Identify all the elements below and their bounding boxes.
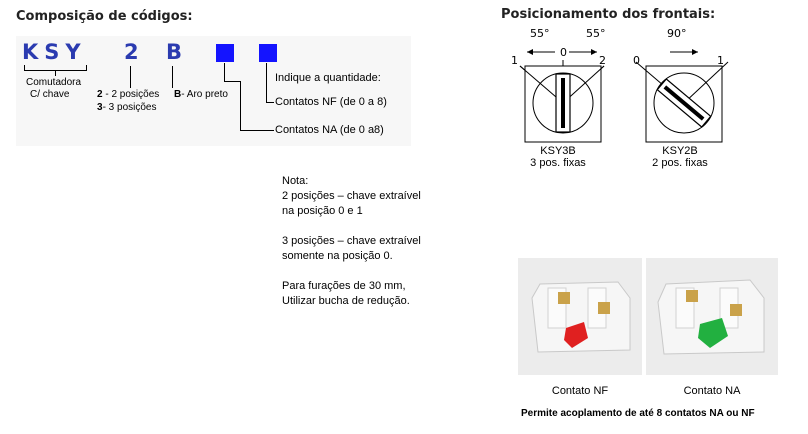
- code-composition-title: Composição de códigos:: [16, 9, 193, 24]
- note-block: Nota: 2 posições – chave extraível na po…: [282, 174, 421, 309]
- contact-nf-caption: Contato NF: [551, 385, 609, 397]
- coupling-note: Permite acoplamento de até 8 contatos NA…: [521, 408, 755, 419]
- contact-nf-photo: [518, 258, 642, 375]
- aro-text: - Aro preto: [181, 89, 228, 100]
- na-actuator: [698, 318, 728, 348]
- pos2-label: 2 - 2 posições: [97, 89, 159, 100]
- ksy3b-label: KSY3B: [540, 145, 576, 157]
- bracket-line: [86, 65, 87, 70]
- note-line: 3 posições – chave extraível: [282, 235, 421, 247]
- aro-letter: B: [174, 89, 182, 100]
- ksy2b-label: KSY2B: [662, 145, 698, 157]
- note-line: somente na posição 0.: [282, 250, 393, 262]
- note-spacer: [282, 264, 421, 279]
- contact-na-caption: Contato NA: [683, 385, 741, 397]
- bracket-line: [24, 65, 25, 70]
- ksy3b-front-diagram: [519, 49, 605, 143]
- aro-label: B- Aro preto: [174, 89, 228, 100]
- na-connector-line: [224, 81, 241, 82]
- bracket-line: [55, 70, 56, 76]
- position-1-label-2b: 1: [717, 54, 724, 67]
- code-positions: 2: [124, 40, 145, 64]
- note-line: Utilizar bucha de redução.: [282, 295, 410, 307]
- na-quantity-label: Contatos NA (de 0 a8): [275, 124, 384, 136]
- nf-connector-line: [266, 102, 274, 103]
- com-chave-label: C/ chave: [30, 89, 70, 100]
- note-line: 2 posições – chave extraível: [282, 190, 421, 202]
- contact-nf-illustration: [518, 258, 642, 375]
- pos2-num: 2: [97, 89, 103, 100]
- pos2-text: - 2 posições: [102, 89, 160, 100]
- ksy2b-desc: 2 pos. fixas: [652, 157, 708, 169]
- nf-actuator: [564, 322, 588, 348]
- angle-label-right: 55°: [586, 27, 606, 40]
- na-connector-line: [224, 63, 225, 81]
- note-title: Nota:: [282, 175, 309, 187]
- nf-quantity-label: Contatos NF (de 0 a 8): [275, 96, 387, 108]
- position-0-label: 0: [560, 46, 567, 59]
- nf-connector-line: [266, 63, 267, 103]
- code-aro: B: [166, 40, 189, 64]
- pos3-text: - 3 posições: [102, 102, 157, 113]
- note-line: Para furações de 30 mm,: [282, 280, 406, 292]
- angle-label-left: 55°: [530, 27, 550, 40]
- indique-label: Indique a quantidade:: [275, 72, 381, 84]
- na-connector-line: [240, 81, 241, 131]
- contact-na-illustration: [646, 258, 778, 375]
- pos3-label: 3- 3 posições: [97, 102, 156, 113]
- bracket-line: [172, 66, 173, 88]
- ksy2b-front-diagram: [635, 49, 729, 143]
- bracket-line: [130, 66, 131, 88]
- pos3-num: 3: [97, 102, 103, 113]
- na-connector-line: [240, 130, 274, 131]
- na-quantity-square: [216, 44, 234, 62]
- nf-quantity-square: [259, 44, 277, 62]
- note-spacer: [282, 219, 421, 234]
- code-band: [16, 36, 411, 146]
- position-1-label: 1: [511, 54, 518, 67]
- comutadora-label: Comutadora: [26, 77, 82, 88]
- angle-90-label: 90°: [667, 27, 687, 40]
- ksy3b-desc: 3 pos. fixas: [530, 157, 586, 169]
- position-0-label-2b: 0: [633, 54, 640, 67]
- code-prefix: KSY: [22, 40, 87, 64]
- position-2-label: 2: [599, 54, 606, 67]
- note-line: na posição 0 e 1: [282, 205, 363, 217]
- contact-na-photo: [646, 258, 778, 375]
- positioning-title: Posicionamento dos frontais:: [501, 7, 716, 22]
